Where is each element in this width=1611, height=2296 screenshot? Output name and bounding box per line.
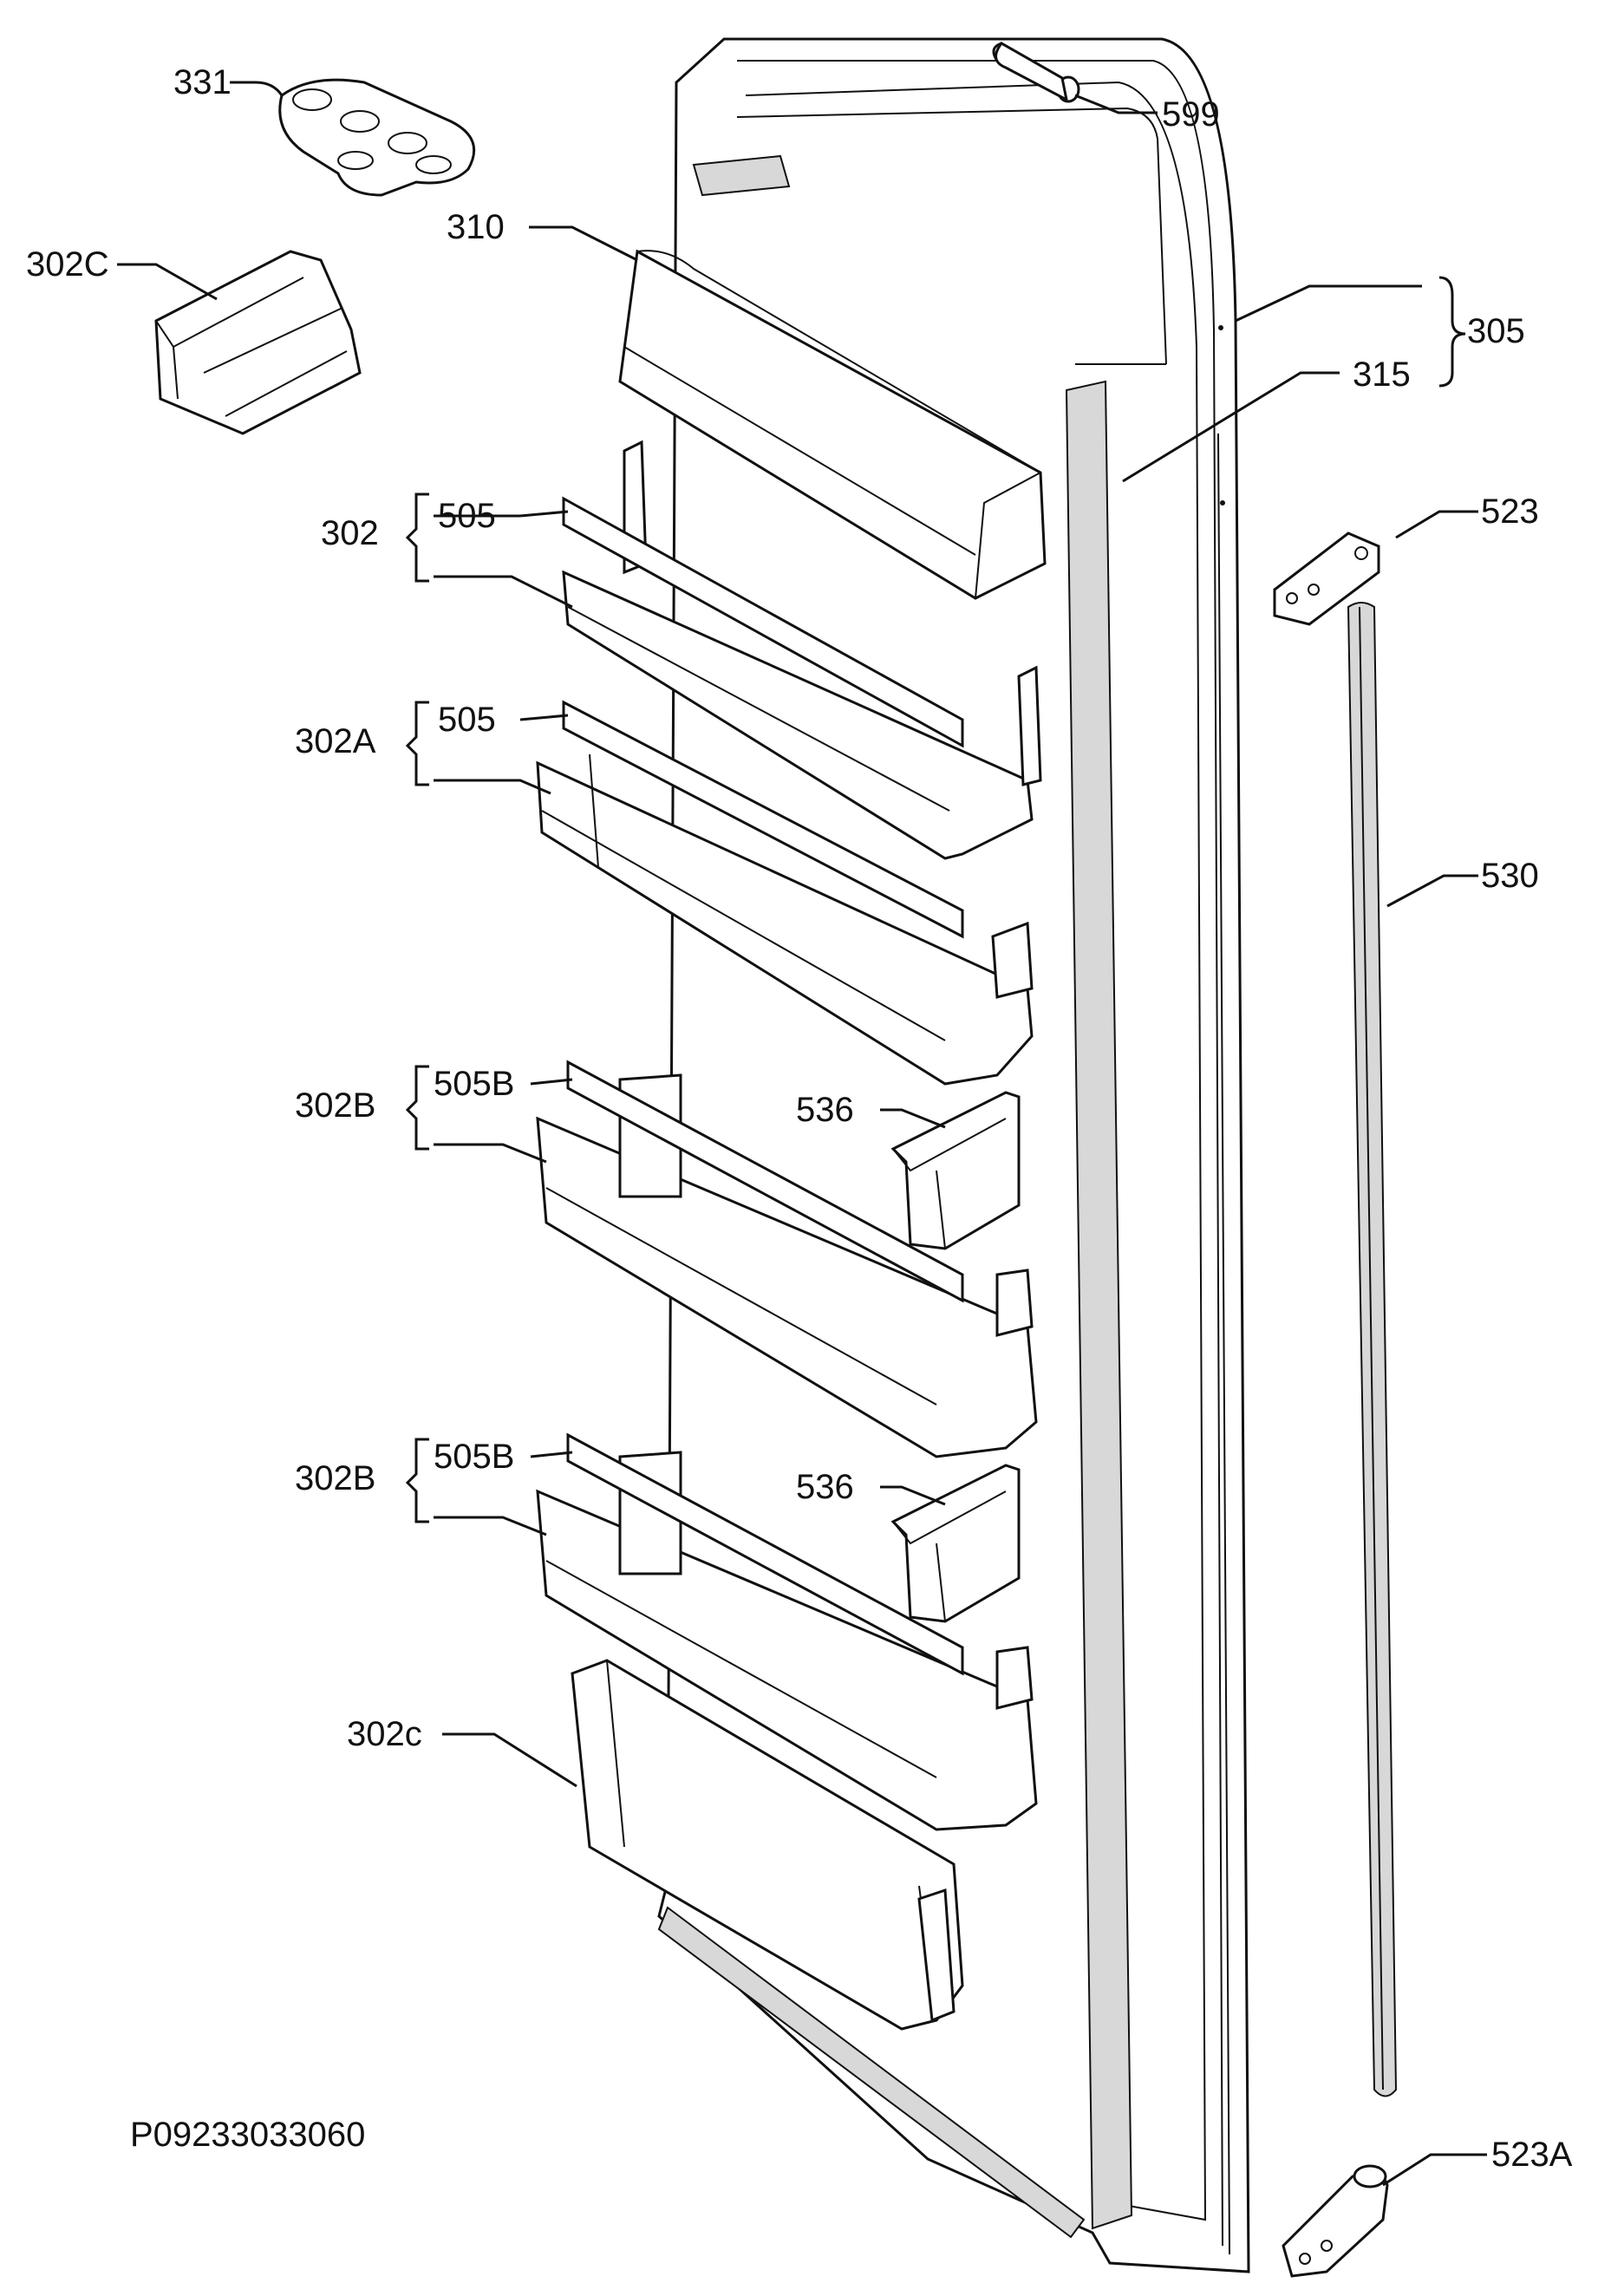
hinge-523A bbox=[1282, 2164, 1389, 2278]
label-505-b: 505 bbox=[438, 701, 496, 739]
door-balcony-302A bbox=[536, 700, 1034, 1086]
bottle-divider-536-lower bbox=[890, 1464, 1021, 1623]
door-balcony-302 bbox=[562, 440, 1042, 860]
bottle-divider-536-upper bbox=[890, 1091, 1021, 1250]
door-balcony-302B-lower bbox=[536, 1432, 1038, 1831]
label-523: 523 bbox=[1481, 492, 1539, 531]
label-523A: 523A bbox=[1491, 2136, 1573, 2174]
label-302A: 302A bbox=[295, 722, 376, 760]
egg-tray-331 bbox=[278, 78, 476, 197]
label-536-upper: 536 bbox=[796, 1091, 854, 1129]
label-315: 315 bbox=[1353, 355, 1411, 394]
small-box-302C bbox=[154, 250, 362, 435]
label-599: 599 bbox=[1162, 95, 1220, 134]
label-505-a: 505 bbox=[438, 497, 496, 535]
label-536-lower: 536 bbox=[796, 1468, 854, 1506]
label-305: 305 bbox=[1467, 312, 1525, 350]
label-331: 331 bbox=[173, 63, 232, 101]
label-505B-upper: 505B bbox=[434, 1065, 514, 1103]
hinge-523 bbox=[1273, 532, 1380, 626]
leader-lines bbox=[117, 81, 1487, 2187]
label-302B-lower: 302B bbox=[295, 1459, 375, 1497]
label-302: 302 bbox=[321, 514, 379, 552]
label-302C-top: 302C bbox=[26, 245, 109, 284]
dairy-compartment-310 bbox=[618, 249, 1047, 600]
drawing-code: P09233033060 bbox=[130, 2116, 365, 2154]
plug-599 bbox=[992, 42, 1080, 103]
label-310: 310 bbox=[447, 208, 505, 246]
callout-labels: 331 302C 310 599 305 315 302 505 523 302… bbox=[26, 63, 1573, 2174]
bottle-balcony-302c bbox=[571, 1659, 964, 2031]
label-505B-lower: 505B bbox=[434, 1438, 514, 1476]
label-302c-lower: 302c bbox=[347, 1715, 422, 1753]
label-302B-upper: 302B bbox=[295, 1086, 375, 1125]
door-balcony-302B-upper bbox=[536, 1060, 1038, 1458]
label-530: 530 bbox=[1481, 857, 1539, 895]
gasket-strip-530 bbox=[1347, 602, 1398, 2097]
